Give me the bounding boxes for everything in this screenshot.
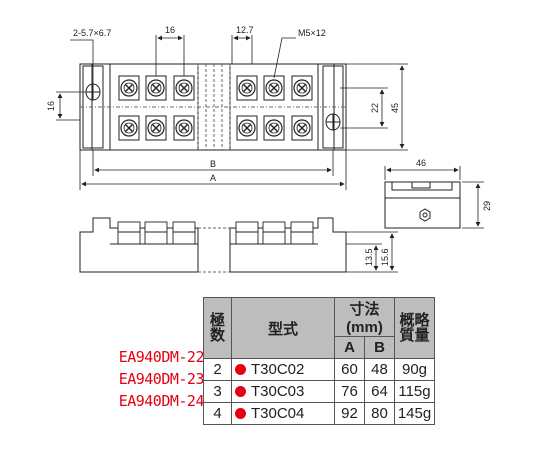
front-terminals: [110, 221, 318, 245]
cell-a: 92: [334, 402, 365, 425]
dim-side-height: 29: [482, 201, 492, 211]
top-dimensions: [56, 35, 408, 190]
dim-b: B: [210, 159, 216, 169]
cell-a: 76: [334, 380, 365, 403]
spec-table: 極数 型式 寸法(mm) 概略質量 A B 2 T30C02 60 48 90g…: [203, 297, 435, 425]
red-dot-icon: [235, 386, 246, 397]
header-size: 寸法(mm): [334, 297, 395, 337]
header-weight: 概略質量: [394, 297, 435, 359]
cell-poles: 4: [203, 402, 232, 425]
red-dot-icon: [235, 364, 246, 375]
cell-b: 48: [364, 358, 395, 381]
dim-left-height: 16: [46, 101, 56, 111]
side-view: [384, 181, 461, 229]
order-code: EA940DM-22: [118, 348, 205, 366]
cell-poles: 2: [203, 358, 232, 381]
cell-model: T30C02: [231, 358, 335, 381]
dim-side-width: 46: [416, 158, 426, 168]
red-dot-icon: [235, 408, 246, 419]
header-poles: 極数: [203, 297, 232, 359]
dim-pitch: 16: [165, 25, 175, 35]
header-a: A: [334, 336, 365, 359]
dim-front-height2: 15.6: [380, 248, 390, 266]
cell-model: T30C03: [231, 380, 335, 403]
cell-weight: 145g: [394, 402, 435, 425]
table-row: 4 T30C04 92 80 145g: [203, 402, 435, 425]
dim-a: A: [210, 173, 216, 183]
cell-a: 60: [334, 358, 365, 381]
dim-outer-height: 45: [390, 103, 400, 113]
cell-weight: 115g: [394, 380, 435, 403]
order-code: EA940DM-23: [118, 370, 205, 388]
table-row: 2 T30C02 60 48 90g: [203, 358, 435, 381]
dim-screw: M5×12: [298, 28, 326, 38]
header-b: B: [364, 336, 395, 359]
cell-b: 64: [364, 380, 395, 403]
header-model: 型式: [231, 297, 335, 359]
technical-drawing: 2-5.7×6.7 16 12.7 M5×12 16 22 45 B A 46 …: [46, 25, 492, 273]
table-row: 3 T30C03 76 64 115g: [203, 380, 435, 403]
order-codes: EA940DM-22 EA940DM-23 EA940DM-24: [108, 346, 205, 412]
dim-hole: 2-5.7×6.7: [73, 28, 111, 38]
dim-inner-height: 22: [370, 103, 380, 113]
order-code: EA940DM-24: [118, 392, 205, 410]
cell-model: T30C04: [231, 402, 335, 425]
cell-b: 80: [364, 402, 395, 425]
cell-poles: 3: [203, 380, 232, 403]
dim-gap: 12.7: [236, 25, 254, 35]
cell-weight: 90g: [394, 358, 435, 381]
front-view: [79, 217, 347, 273]
dim-front-height1: 13.5: [364, 248, 374, 266]
